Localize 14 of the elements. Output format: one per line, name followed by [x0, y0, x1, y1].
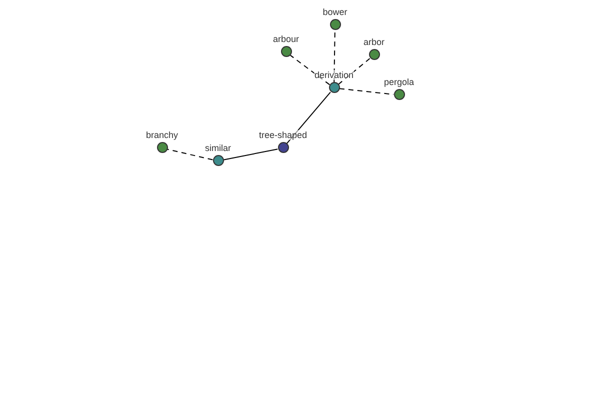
node-label: similar: [205, 143, 231, 153]
node-label: branchy: [146, 130, 178, 140]
node-label: arbor: [363, 37, 384, 47]
node-label: pergola: [384, 77, 414, 87]
node-label: bower: [322, 7, 348, 17]
node-label: derivation: [314, 70, 354, 80]
dashed-line: [338, 58, 370, 85]
line: [286, 92, 331, 144]
node-label: arbour: [272, 34, 299, 44]
dashed-line: [290, 54, 330, 86]
dashed-line: [334, 30, 336, 83]
dashed-line: [166, 148, 214, 160]
line: [222, 148, 278, 160]
node-label: tree-shaped: [258, 130, 308, 140]
